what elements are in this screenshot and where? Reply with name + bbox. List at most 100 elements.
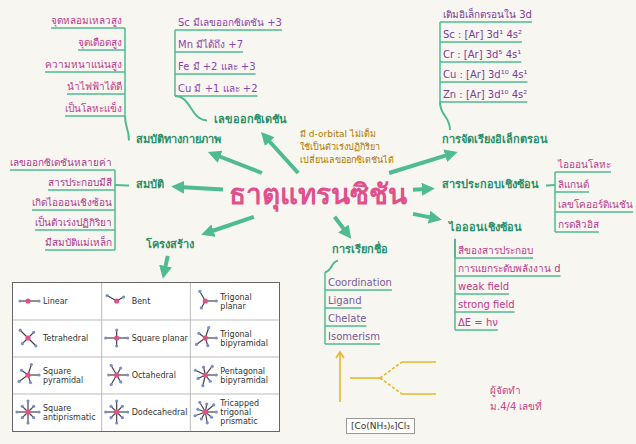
branch-detail: strong field (458, 297, 515, 312)
grid-line (13, 394, 279, 395)
branch-detail: Cu : [Ar] 3d¹⁰ 4s¹ (443, 67, 527, 82)
underline (325, 289, 392, 291)
branch-lines (10, 170, 129, 250)
note-text: เปลี่ยนเลขออกซิเดชันได้ (300, 154, 394, 166)
geometry-icon (104, 328, 129, 347)
geometry-icon (19, 329, 38, 348)
branch-link (440, 102, 450, 130)
branch-link (454, 239, 456, 258)
underline (10, 169, 115, 171)
underline (51, 27, 125, 29)
branch-label: โครงสร้าง (142, 237, 198, 254)
trunk-line (124, 28, 126, 116)
underline (45, 71, 125, 73)
branch-detail: เลขออกซิเดชันหลายค่า (10, 155, 112, 170)
central-title: ธาตุแทรนซิชัน (229, 176, 407, 214)
trunk-line (454, 258, 456, 330)
branch-detail: การแยกระดับพลังงาน d (458, 261, 561, 276)
trunk-line (324, 272, 326, 344)
branch-detail: จุดเดือดสูง (78, 35, 122, 50)
branch-detail: Zn : [Ar] 3d¹⁰ 4s² (443, 87, 527, 102)
geometry-icon (18, 363, 41, 384)
branch-lines (455, 239, 561, 330)
table-cell: Linear (43, 286, 100, 317)
underline (45, 249, 115, 251)
energy-level (402, 361, 436, 363)
branch-detail: Ligand (328, 293, 362, 308)
branch-arrow (215, 155, 262, 173)
underline (455, 329, 498, 331)
branch-detail: Fe มี +2 และ +3 (178, 59, 256, 74)
underline (440, 41, 522, 43)
branch-detail: weak field (458, 279, 509, 294)
node-text: ไอออนเชิงซ้อน (449, 221, 522, 236)
node-text: สมบัติทางกายภาพ (136, 133, 221, 148)
branch-detail: เลขโคออร์ดิเนชัน (558, 197, 633, 212)
underline (325, 343, 380, 345)
branch-detail: เป็นตัวเร่งปฏิกิริยา (35, 215, 112, 230)
geometry-icon (104, 399, 129, 424)
branch-detail: กรดลิวอิส (558, 217, 599, 232)
branch-detail: Isomerism (328, 329, 380, 344)
geometry-icon (193, 401, 218, 425)
branch-label: สมบัติ (132, 177, 168, 194)
underline (325, 325, 366, 327)
branch-label: เลขออกซิเดชัน (210, 112, 291, 129)
branch-link (115, 184, 129, 186)
energy-level (402, 393, 436, 395)
underline (67, 93, 125, 95)
underline (440, 81, 527, 83)
split-line (380, 378, 402, 394)
central-topic: ธาตุแทรนซิชัน (225, 175, 411, 215)
node-text: โครงสร้าง (146, 238, 194, 253)
branch-detail: จุดหลอมเหลวสูง (51, 13, 122, 28)
branch-detail: ลิแกนด์ (558, 177, 589, 192)
geometry-icon (18, 298, 40, 303)
branch-lines (546, 172, 633, 232)
branch-link (125, 116, 129, 140)
branch-arrow (179, 187, 223, 189)
branch-link (175, 96, 207, 120)
table-cell: Square antiprismatic (43, 397, 100, 428)
underline (48, 189, 115, 191)
branch-arrow (164, 256, 167, 271)
branch-link (546, 184, 555, 186)
branch-label: สารประกอบเชิงซ้อน (438, 177, 543, 194)
node-text: สารประกอบเชิงซ้อน (442, 178, 539, 193)
underline (175, 51, 243, 53)
credit-text: ผู้จัดทำ (490, 383, 521, 398)
underline (555, 231, 599, 233)
table-cell: Octahedral (132, 360, 189, 391)
trunk-line (439, 22, 441, 102)
branch-label: ไอออนเชิงซ้อน (445, 220, 526, 237)
shape-table: LinearBentTrigonal planarTetrahedralSqua… (12, 282, 280, 432)
branch-lines (175, 30, 282, 120)
node-text: สมบัติ (136, 178, 164, 193)
branch-detail: เกิดไอออนเชิงซ้อน (32, 195, 112, 210)
underline (440, 101, 527, 103)
credit-text: ม.4/4 เลขที่ (490, 399, 542, 414)
branch-detail: Cu มี +1 และ +2 (178, 81, 258, 96)
table-cell: Square planar (132, 323, 189, 354)
underline (325, 307, 362, 309)
table-cell: Trigonal planar (220, 286, 277, 317)
underline (440, 61, 521, 63)
branch-arrow (335, 217, 347, 233)
node-text: การจัดเรียงอิเล็กตรอน (442, 133, 548, 148)
branch-detail: ΔE = hν (458, 315, 498, 330)
underline (65, 115, 125, 117)
underline (455, 293, 509, 295)
branch-detail: เติมอิเล็กตรอนใน 3d (443, 7, 532, 22)
branch-arrow (413, 214, 434, 218)
branch-lines (325, 261, 392, 344)
branch-detail: สารประกอบมีสี (48, 175, 112, 190)
example-box: [Co(NH₃)₆]Cl₃ (346, 418, 415, 434)
geometry-icon (107, 364, 129, 386)
node-text: การเรียกชื่อ (332, 243, 388, 258)
node-text: [Co(NH₃)₆]Cl₃ (351, 420, 410, 432)
note-text: มี d-orbital ไม่เต็ม (300, 128, 376, 140)
geometry-icon (198, 290, 218, 310)
trunk-line (554, 172, 556, 232)
split-line (380, 362, 402, 378)
branch-detail: Mn มีได้ถึง +7 (178, 37, 243, 52)
